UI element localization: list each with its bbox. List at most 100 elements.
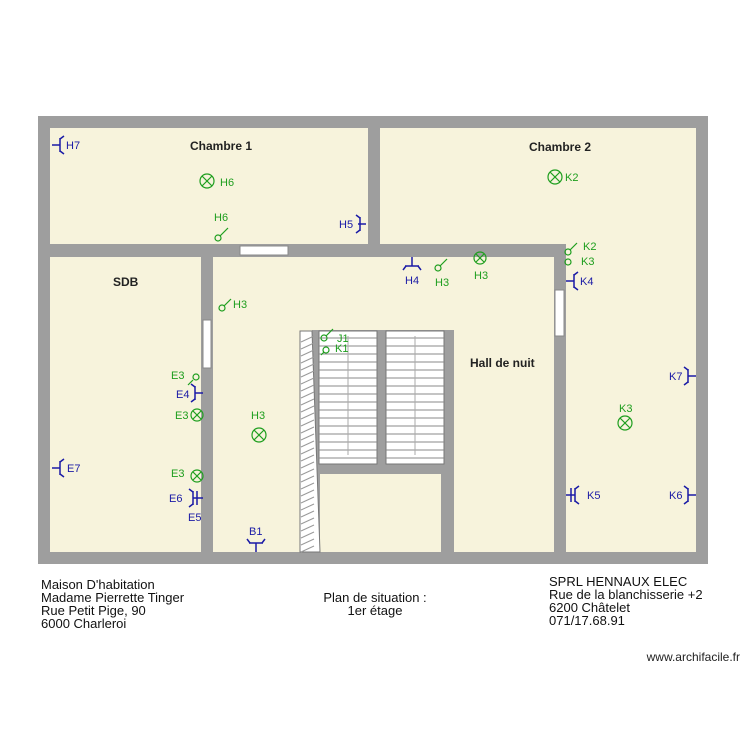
label-h3-lamp-hall: H3 [251,410,265,422]
label-k2-lamp: K2 [565,172,578,184]
door-opening-top [239,245,289,256]
label-h6-lamp: H6 [220,177,234,189]
door-opening-chambre2 [554,289,565,337]
label-k1: K1 [335,343,348,355]
room-label-hall: Hall de nuit [470,356,535,370]
ramp-hatch-line [300,363,315,371]
label-k7: K7 [669,371,682,383]
client-line-1: Maison D'habitation [41,577,155,592]
room-label-chambre-1: Chambre 1 [190,139,252,153]
floor-chambre-1 [50,128,368,244]
label-e3-lamp-b: E3 [171,468,184,480]
ramp-hatch-line [300,384,315,392]
label-h4: H4 [405,275,419,287]
ramp-hatch-line [300,391,315,399]
lamp-icon-k2 [547,169,563,185]
ramp-hatch-line [300,454,315,462]
label-h3-switch-top: H3 [435,277,449,289]
switch-icon-h3-top [434,258,448,272]
ramp-hatch-line [300,342,315,350]
label-e5: E5 [188,512,201,524]
switch-icon-k3 [564,258,572,266]
ramp-hatch-line [300,468,315,476]
ramp-hatch-line [300,503,315,511]
socket-icon-k4 [566,271,579,291]
label-e6: E6 [169,493,182,505]
company-line-1: SPRL HENNAUX ELEC [549,574,688,589]
ramp-hatch-line [300,482,315,490]
label-h3-lamp-top: H3 [474,270,488,282]
socket-icon-e7 [52,458,65,478]
lamp-icon-h3-top [473,251,487,265]
lamp-icon-e3-a [190,408,204,422]
ramp-hatch-line [300,356,315,364]
socket-icon-e4 [190,383,203,403]
client-info: Maison D'habitation Madame Pierrette Tin… [41,578,184,630]
credit-link[interactable]: www.archifacile.fr [646,650,740,664]
label-e3-switch: E3 [171,370,184,382]
socket-icon-h4 [402,257,422,271]
floor-chambre-2-lower [566,244,696,552]
ramp-hatch-line [300,517,315,525]
door-opening-sdb [202,319,212,369]
socket-icon-h5 [355,214,366,234]
socket-icon-h7 [52,135,65,155]
switch-icon-k2 [564,242,578,256]
ramp-hatch-line [300,398,315,406]
label-k3-switch: K3 [581,256,594,268]
switch-icon-h6 [214,227,229,242]
ramp-hatch-line [300,349,315,357]
ramp-hatch-line [300,447,315,455]
label-h6-switch: H6 [214,212,228,224]
label-h5: H5 [339,219,353,231]
ramp-hatch-line [300,405,315,413]
plan-title: Plan de situation : 1er étage [300,591,450,617]
lamp-icon [190,169,633,483]
label-k2-switch: K2 [583,241,596,253]
ramp-hatch-line [300,524,315,532]
ramp-hatch-line [300,461,315,469]
label-h3-switch-left: H3 [233,299,247,311]
lamp-icon-h6 [199,173,215,189]
ramp-hatch-line [300,545,315,553]
ramp-hatch-line [300,377,315,385]
stair-landing [320,474,441,552]
stair-ramp [299,330,321,553]
ramp-hatch-line [300,496,315,504]
lamp-icon-k3 [617,415,633,431]
socket-icon-k7 [683,366,696,386]
label-e4: E4 [176,389,189,401]
ramp-hatch-line [300,440,315,448]
label-e3-lamp-a: E3 [175,410,188,422]
socket-icon-b1 [246,538,266,552]
ramp-hatch-line [300,335,315,343]
stair-ramp-hatch [300,335,315,553]
company-line-2: Rue de la blanchisserie +2 [549,587,703,602]
ramp-hatch-line [300,412,315,420]
switch-icon-e3 [187,373,200,386]
socket-icon [52,135,696,552]
room-label-chambre-2: Chambre 2 [529,140,591,154]
switch-icon-j1 [320,328,334,342]
ramp-hatch-line [300,531,315,539]
plan-title-line-1: Plan de situation : [323,590,427,605]
label-k5: K5 [587,490,600,502]
company-info: SPRL HENNAUX ELEC Rue de la blanchisseri… [549,575,703,627]
floor-chambre-2 [380,128,696,244]
ramp-hatch-line [300,419,315,427]
ramp-hatch-line [300,489,315,497]
company-line-3: 6200 Châtelet [549,600,630,615]
label-k6: K6 [669,490,682,502]
label-j1: J1 [337,333,349,345]
label-e7: E7 [67,463,80,475]
socket-icon-k6 [683,485,696,505]
stair-steps [319,337,444,459]
client-line-3: Rue Petit Pige, 90 [41,603,146,618]
label-b1: B1 [249,526,262,538]
lamp-icon-h3-hall [251,427,267,443]
switch-icon-k1 [320,346,330,356]
switch-icon-h3-left [218,298,232,312]
socket-icon-k5 [566,485,580,505]
client-line-2: Madame Pierrette Tinger [41,590,185,605]
